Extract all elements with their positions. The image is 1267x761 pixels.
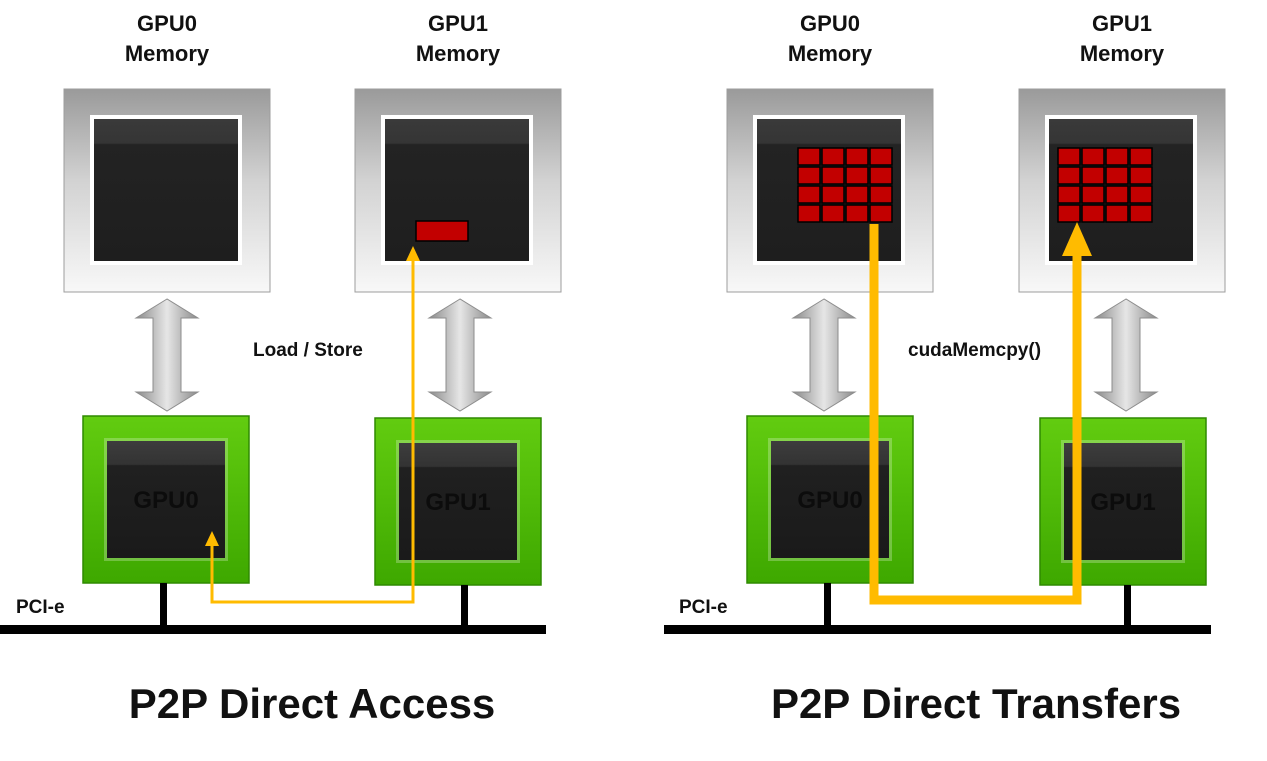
gpu1-memory-link-arrow [1093, 298, 1159, 412]
data-block-cell [821, 204, 845, 223]
gpu1-memory-link-arrow [427, 298, 493, 412]
gpu0-memory-link-arrow [134, 298, 200, 412]
gpu1-data-grid [1057, 147, 1153, 223]
gpu0-bus-connector [160, 583, 167, 627]
gpu1-chip-label: GPU1 [1090, 489, 1155, 516]
data-block-cell [1081, 185, 1105, 204]
data-block-cell [1105, 147, 1129, 166]
data-block-cell [797, 185, 821, 204]
data-block-cell [845, 204, 869, 223]
load-store-label: Load / Store [253, 340, 363, 361]
pcie-bus-line [664, 625, 1211, 634]
gpu0-chip-label: GPU0 [797, 487, 862, 514]
pcie-bus-label: PCI-e [16, 597, 65, 618]
load-store-path [205, 246, 420, 604]
gpu0-memory-label-line2: Memory [788, 41, 873, 66]
data-block-cell [1105, 166, 1129, 185]
data-block-cell [797, 166, 821, 185]
cudamemcpy-label: cudaMemcpy() [908, 340, 1041, 361]
direct-access-title: P2P Direct Access [129, 680, 496, 727]
gpu1-chip: GPU1 [1039, 417, 1207, 586]
data-block-cell [869, 147, 893, 166]
gpu1-memory-box [354, 88, 562, 293]
data-block-cell [821, 185, 845, 204]
gpu1-memory-label-line2: Memory [1080, 41, 1165, 66]
gpu1-memory-label-line2: Memory [416, 41, 501, 66]
data-block-cell [1057, 166, 1081, 185]
gpu0-memory-link-arrow [791, 298, 857, 412]
data-block-cell [845, 166, 869, 185]
gpu1-memory-label-line1: GPU1 [1092, 11, 1152, 36]
gpu1-bus-connector [461, 585, 468, 627]
gpu0-memory-box [63, 88, 271, 293]
data-block-cell [821, 147, 845, 166]
panel-direct-access: GPU0 Memory GPU1 Memory GPU0 [0, 11, 562, 727]
data-block-cell [1129, 147, 1153, 166]
gpu1-memory-label-line1: GPU1 [428, 11, 488, 36]
data-block-cell [869, 166, 893, 185]
data-block-cell [797, 147, 821, 166]
data-block-cell [1057, 204, 1081, 223]
direct-transfers-title: P2P Direct Transfers [771, 680, 1181, 727]
gpu0-chip: GPU0 [82, 415, 250, 584]
gpu1-data-block [415, 220, 469, 242]
data-block-cell [845, 185, 869, 204]
gpu0-memory-label-line2: Memory [125, 41, 210, 66]
data-block-cell [1129, 166, 1153, 185]
gpu0-memory-label-line1: GPU0 [137, 11, 197, 36]
data-block-cell [1057, 147, 1081, 166]
gpu1-chip-label: GPU1 [425, 489, 490, 516]
gpu0-chip-label: GPU0 [133, 487, 198, 514]
data-block-cell [869, 185, 893, 204]
pcie-bus-label: PCI-e [679, 597, 728, 618]
panel-direct-transfers: GPU0 Memory GPU1 Memory GPU0 [664, 11, 1226, 727]
data-block-cell [1129, 204, 1153, 223]
data-block-cell [821, 166, 845, 185]
data-block-cell [1057, 185, 1081, 204]
gpu0-chip: GPU0 [746, 415, 914, 584]
pcie-bus-line [0, 625, 546, 634]
data-block-cell [1105, 185, 1129, 204]
data-block-cell [1081, 147, 1105, 166]
data-block-cell [1081, 204, 1105, 223]
gpu0-memory-label-line1: GPU0 [800, 11, 860, 36]
gpu0-bus-connector [824, 583, 831, 627]
data-block-cell [869, 204, 893, 223]
gpu0-data-grid [797, 147, 893, 223]
data-block-cell [1105, 204, 1129, 223]
gpu1-chip: GPU1 [374, 417, 542, 586]
data-block-cell [1081, 166, 1105, 185]
data-block-cell [845, 147, 869, 166]
gpu1-bus-connector [1124, 585, 1131, 627]
memcpy-path [869, 222, 1092, 605]
data-block-cell [797, 204, 821, 223]
data-block-cell [1129, 185, 1153, 204]
